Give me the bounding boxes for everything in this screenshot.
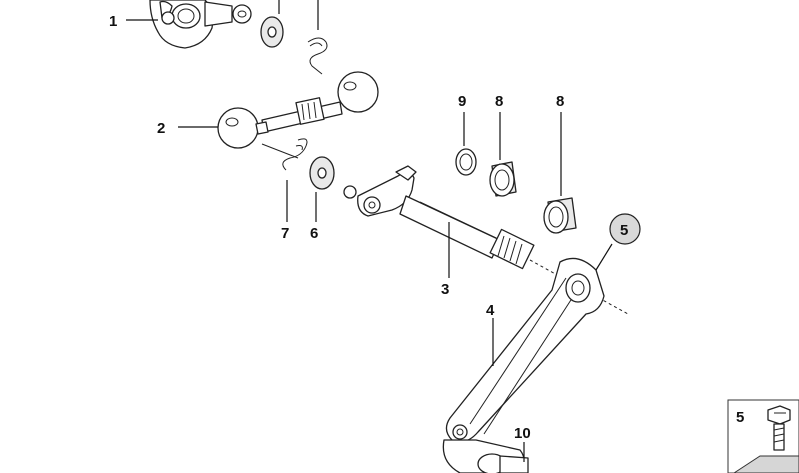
callout-8a: 8 (495, 93, 503, 110)
callout-5: 5 (620, 222, 628, 239)
callout-9: 9 (458, 93, 466, 110)
part-7-spring-clip (261, 138, 308, 171)
part-9-ring (455, 148, 477, 176)
part-8a-bushing (489, 161, 517, 197)
callout-7: 7 (281, 225, 289, 242)
legend-label: 5 (736, 409, 744, 426)
leader-lines (126, 0, 613, 462)
callout-10: 10 (514, 425, 531, 442)
callout-4: 4 (486, 302, 495, 319)
callout-8b: 8 (556, 93, 564, 110)
upper-washer (260, 16, 284, 48)
callout-2: 2 (157, 120, 165, 137)
callout-1: 1 (109, 13, 117, 30)
part-6-washer (309, 156, 335, 190)
part-8b-bushing (543, 197, 577, 234)
callout-3: 3 (441, 281, 449, 298)
callout-6: 6 (310, 225, 318, 242)
legend-bolt-box: 5 (727, 399, 799, 473)
callout-5-circled: 5 (609, 213, 641, 245)
leader-5 (595, 243, 613, 271)
part-2-selector-rod (217, 71, 379, 149)
part-1-coupling (149, 0, 252, 49)
part-4-lever-arm (442, 257, 605, 473)
bolt-icon (767, 405, 791, 451)
upper-clip (307, 37, 328, 75)
